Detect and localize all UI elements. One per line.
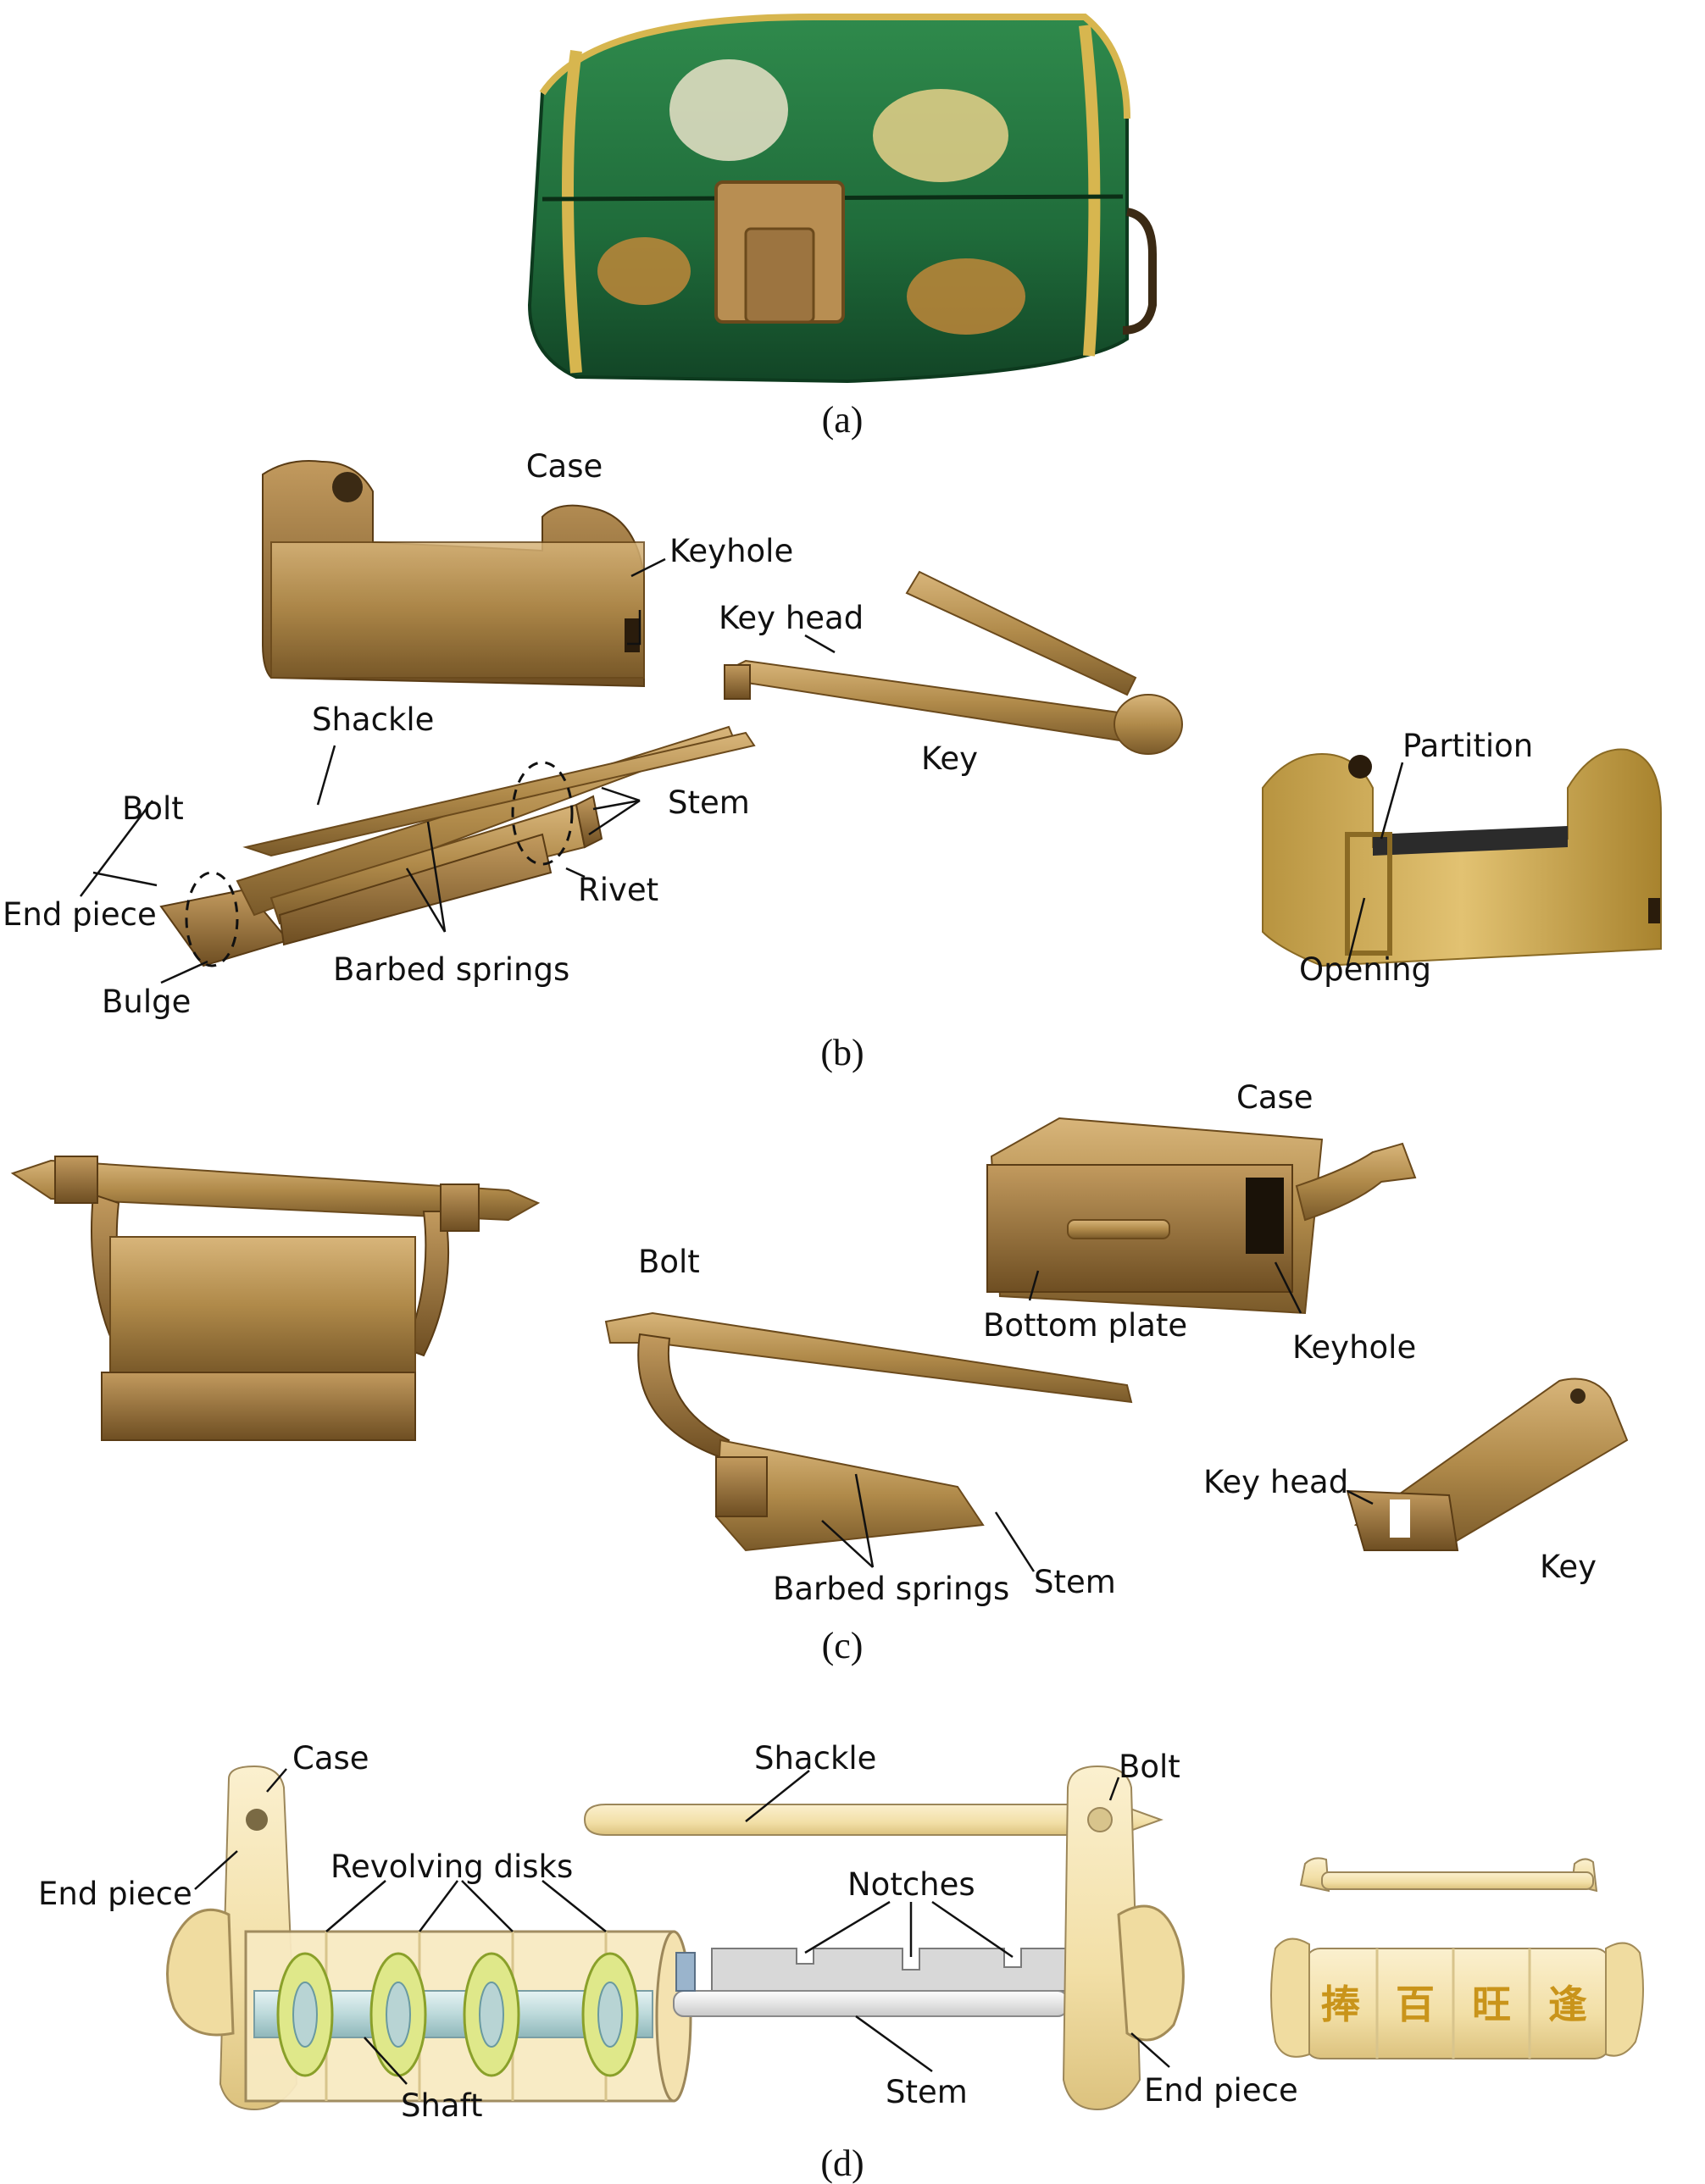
- label-end-piece-b: End piece: [3, 896, 157, 933]
- bolt-photo-c: [604, 1311, 1133, 1552]
- label-case-c: Case: [1236, 1079, 1313, 1116]
- panel-d: 捧 百 旺 逢 Case Shackle Bolt End piece Revo…: [38, 1740, 1644, 2184]
- label-partition-b: Partition: [1402, 728, 1533, 764]
- label-key-c: Key: [1540, 1549, 1597, 1585]
- label-rivet-b: Rivet: [578, 872, 658, 908]
- right-end-piece-illustration: [1062, 1765, 1185, 2111]
- panel-c: Case Bolt Bottom plate Keyhole Key head …: [10, 1079, 1629, 1666]
- label-stem-c: Stem: [1034, 1564, 1116, 1600]
- panel-a-caption: (a): [822, 399, 864, 441]
- label-barbed-springs-c: Barbed springs: [773, 1571, 1009, 1607]
- shackle-illustration: [583, 1804, 1164, 1836]
- key-photo-b: [724, 570, 1183, 755]
- disk-character-3: 旺: [1472, 1982, 1511, 2027]
- panel-a: (a): [527, 14, 1157, 441]
- label-bulge-b: Bulge: [102, 984, 191, 1020]
- label-bottom-plate-c: Bottom plate: [983, 1307, 1187, 1344]
- label-case-d: Case: [292, 1740, 369, 1777]
- label-key-b: Key: [921, 740, 978, 777]
- label-bolt-d: Bolt: [1119, 1749, 1180, 1785]
- label-bolt-b: Bolt: [122, 790, 184, 827]
- label-end-piece-left-d: End piece: [38, 1876, 192, 1912]
- label-stem-d: Stem: [886, 2074, 968, 2110]
- panel-b-caption: (b): [820, 1032, 864, 1073]
- case-photo-c: [986, 1117, 1417, 1315]
- case-photo-b: [262, 460, 645, 688]
- label-shackle-b: Shackle: [312, 701, 434, 738]
- disk-character-1: 捧: [1321, 1982, 1360, 2027]
- label-case-b: Case: [526, 448, 603, 485]
- label-barbed-springs-b: Barbed springs: [333, 951, 569, 988]
- assembled-cylinder-lock-illustration: 捧 百 旺 逢: [1270, 1857, 1644, 2059]
- label-opening-b: Opening: [1299, 951, 1431, 988]
- label-keyhole-c: Keyhole: [1292, 1329, 1416, 1366]
- label-shaft-d: Shaft: [401, 2087, 483, 2124]
- label-key-head-c: Key head: [1203, 1464, 1348, 1500]
- panel-d-caption: (d): [820, 2142, 864, 2184]
- cylinder-illustration: [244, 1930, 692, 2103]
- case-render-b: [1262, 748, 1662, 967]
- label-key-head-b: Key head: [719, 600, 864, 636]
- label-keyhole-b: Keyhole: [669, 533, 793, 569]
- assembled-lock-photo-c: [10, 1156, 541, 1441]
- label-end-piece-right-d: End piece: [1144, 2072, 1298, 2109]
- panel-b: Case Keyhole Key head Key Shackle Bolt S…: [3, 448, 1662, 1073]
- disk-character-4: 逢: [1548, 1982, 1587, 2027]
- label-notches-d: Notches: [847, 1866, 975, 1903]
- key-photo-c: [1346, 1377, 1629, 1552]
- label-shackle-d: Shackle: [754, 1740, 876, 1777]
- label-stem-b: Stem: [668, 784, 750, 821]
- label-bolt-c: Bolt: [638, 1244, 700, 1280]
- panel-c-caption: (c): [822, 1625, 864, 1666]
- stem-illustration: [673, 1948, 1069, 2017]
- label-revolving-disks-d: Revolving disks: [330, 1849, 573, 1885]
- painted-box-illustration: [527, 14, 1157, 384]
- disk-character-2: 百: [1396, 1982, 1435, 2027]
- bolt-assembly-photo-b: [159, 725, 756, 967]
